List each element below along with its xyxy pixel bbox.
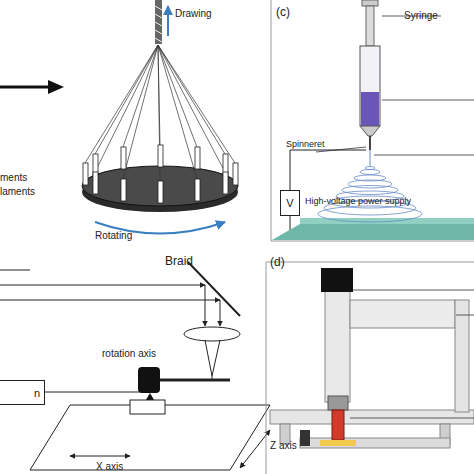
part-label: laments [0,186,35,197]
part-label: Spinneret [286,140,325,150]
part-label: Braid [165,255,193,268]
process-arrow [0,80,64,94]
electrospinning-setup [272,0,474,240]
part-label: Rotating [95,230,132,241]
3d-printer [270,268,474,448]
part-label: High-voltage power supply [305,197,411,207]
part-label: Syringe [404,10,438,21]
part-label: Z axis [270,440,297,451]
part-label: (d) [270,256,285,269]
power-supply-box: V [280,190,300,216]
part-label: rotation axis [102,348,156,359]
panel-frame [266,262,474,474]
rotation-motor [130,367,165,414]
panel-frame [271,0,474,241]
part-label: X axis [96,461,123,472]
node-text: n [34,387,40,399]
laser-setup [0,262,270,470]
part-label: ments [0,172,27,183]
node-text: V [286,197,293,209]
part-label: (c) [276,6,290,19]
part-label: Drawing [175,8,212,19]
braiding-machine [82,0,238,234]
controller-box: n [0,380,45,405]
